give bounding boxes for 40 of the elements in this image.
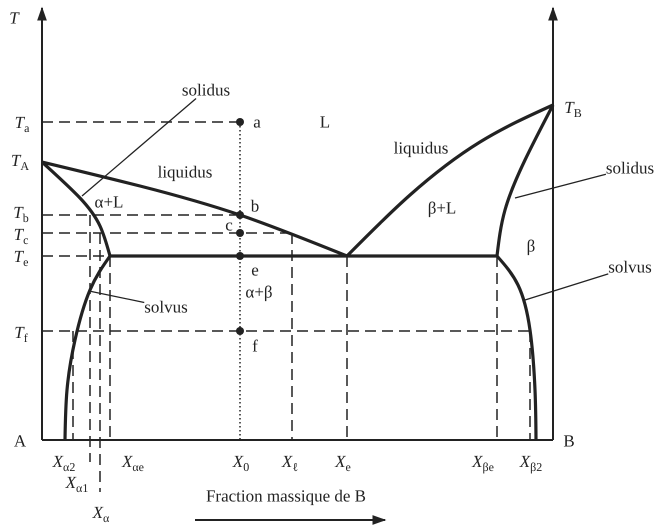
temperature-label: T$_{a}$ [14,114,30,134]
composition-label: X$_{βe}$ [472,453,494,473]
leader-line [524,273,608,301]
composition-label: X$_{α2}$ [52,453,76,473]
temperature-label: T$_{e}$ [14,248,28,268]
curve-label: solidus [606,160,654,176]
temperature-label: T$_{c}$ [14,226,28,246]
curve-label: liquidus [394,140,448,156]
phase-label: α+β [245,284,273,300]
leader-line [88,290,144,304]
composition-label: X$_{α1}$ [66,474,88,494]
axis-label: T [9,10,19,26]
temperature-label: T$_{B}$ [564,99,582,119]
composition-label: X$_{α}$ [92,504,110,524]
axis-title: Fraction massique de B [206,488,366,504]
point-label: c [225,216,233,234]
curve-label: solidus [182,82,230,98]
axis-label: A [14,432,26,450]
axis-label: B [563,432,575,450]
point-label: f [252,338,258,354]
curve-label: solvus [144,298,188,316]
curve-label: liquidus [158,164,212,180]
curve-label: solvus [608,258,652,276]
temperature-label: T$_{A}$ [10,152,30,172]
composition-label: X$_{αe}$ [122,453,144,473]
leader-line [82,98,196,196]
point-label: a [253,114,261,130]
phase-label: β+L [428,200,456,216]
composition-label: X$_{ℓ}$ [282,453,298,473]
phase-label: α+L [94,194,124,210]
temperature-label: T$_{b}$ [13,204,29,224]
composition-label: X$_{0}$ [232,453,250,473]
phase-label: β [526,238,536,254]
point-label: b [250,198,260,214]
leader-line [514,174,606,199]
point-label: e [251,262,259,278]
phase-label: L [320,114,330,130]
composition-label: X$_{β2}$ [520,453,542,473]
temperature-label: T$_{f}$ [14,324,28,344]
composition-label: X$_{e}$ [335,453,351,473]
